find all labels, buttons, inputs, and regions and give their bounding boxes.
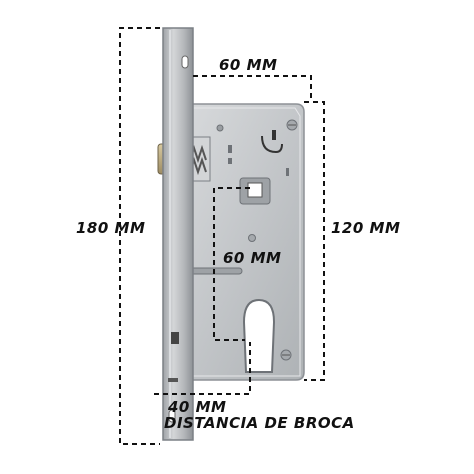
dim-line-60-center [213,187,250,341]
dim-label-60-center: 60 MM [223,249,282,267]
faceplate [162,27,194,441]
dim-label-60-width: 60 MM [219,56,278,74]
dim-line-60-width [193,75,312,100]
dimension-lines [119,27,325,445]
dim-label-120: 120 MM [331,219,401,237]
spindle-hole-icon [239,177,271,205]
dim-label-180: 180 MM [76,219,146,237]
dim-label-40: 40 MM [168,398,227,416]
case-screw-icon [216,119,298,361]
dim-line-180 [119,27,160,445]
faceplate-screw-hole-icon [168,55,189,423]
dim-caption-backset: DISTANCIA DE BROCA [164,414,355,432]
dim-line-40 [154,342,251,395]
lever-mechanism-icon [261,130,283,154]
dim-line-120 [304,101,325,381]
cylinder-keyhole-icon [242,298,276,373]
